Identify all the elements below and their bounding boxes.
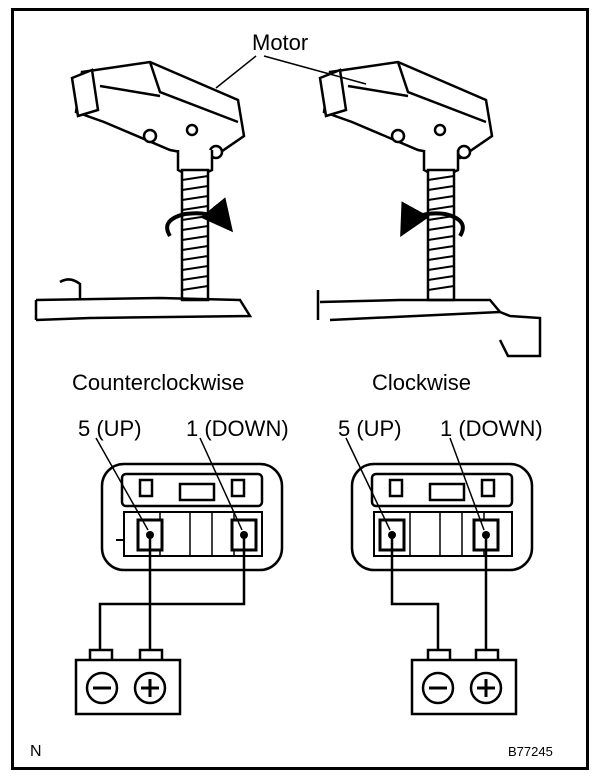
right-terminal-down-label: 1 (DOWN)	[440, 416, 543, 441]
right-connector-icon	[350, 462, 534, 572]
left-rotation-arrow-icon	[165, 197, 234, 238]
left-connector-icon	[100, 462, 284, 572]
right-direction-label: Clockwise	[372, 370, 471, 395]
right-battery-icon	[410, 648, 518, 716]
left-terminal-up-label: 5 (UP)	[78, 416, 142, 441]
diagram-frame	[11, 8, 589, 770]
right-motor-icon	[316, 60, 542, 358]
left-motor-icon	[34, 60, 253, 322]
motor-label: Motor	[252, 30, 308, 55]
right-terminal-up-label: 5 (UP)	[338, 416, 402, 441]
corner-letter: N	[30, 743, 42, 760]
left-direction-label: Counterclockwise	[72, 370, 244, 395]
left-terminal-down-label: 1 (DOWN)	[186, 416, 289, 441]
left-battery-icon	[74, 648, 182, 716]
right-rotation-arrow-icon	[400, 201, 465, 238]
figure-code: B77245	[508, 744, 553, 759]
